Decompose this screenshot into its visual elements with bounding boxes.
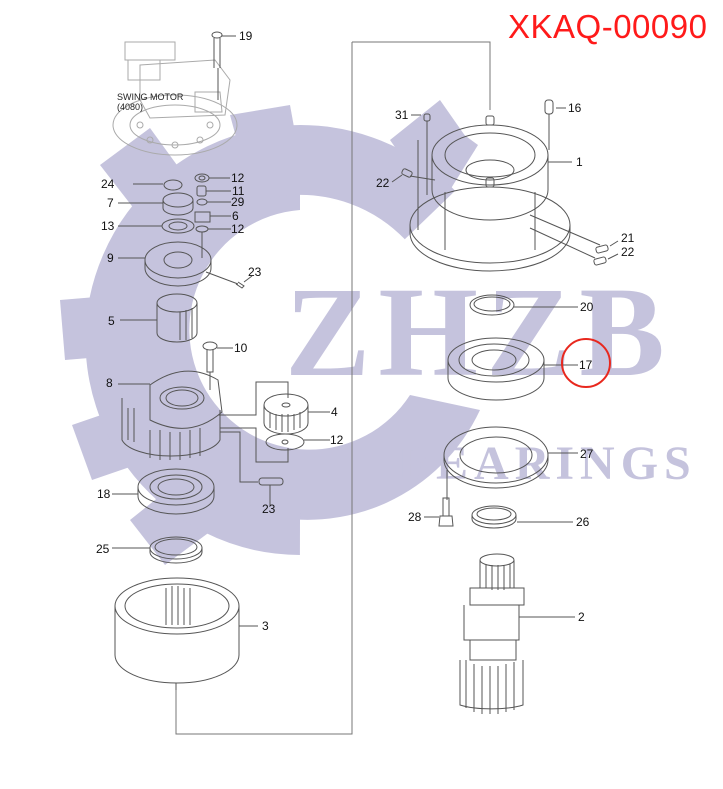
highlight-circle (561, 338, 611, 388)
callout-16: 16 (568, 101, 582, 115)
callout-17: 17 (579, 358, 593, 372)
motor-label-line1: SWING MOTOR (117, 92, 184, 102)
callout-5: 5 (108, 314, 115, 328)
callout-4: 4 (331, 405, 338, 419)
callout-2: 2 (578, 610, 585, 624)
watermark-brand: ZHZB (285, 261, 673, 403)
part-code-title: XKAQ-00090 (508, 8, 708, 45)
callout-28: 28 (408, 510, 422, 524)
callout-12: 12 (231, 222, 245, 236)
callout-21: 21 (621, 231, 635, 245)
callout-22: 22 (376, 176, 390, 190)
callout-31: 31 (395, 108, 409, 122)
callout-8: 8 (106, 376, 113, 390)
motor-label-line2: (4080) (117, 102, 144, 112)
callout-7: 7 (107, 196, 114, 210)
callout-10: 10 (234, 341, 248, 355)
callout-25: 25 (96, 542, 110, 556)
callout-27: 27 (580, 447, 594, 461)
callout-20: 20 (580, 300, 594, 314)
callout-26: 26 (576, 515, 590, 529)
callout-19: 19 (239, 29, 253, 43)
callout-13: 13 (101, 219, 115, 233)
callout-24: 24 (101, 177, 115, 191)
callout-29: 29 (231, 195, 245, 209)
callout-1: 1 (576, 155, 583, 169)
callout-12: 12 (330, 433, 344, 447)
callout-9: 9 (107, 251, 114, 265)
callout-12: 12 (231, 171, 245, 185)
callout-23: 23 (248, 265, 262, 279)
callout-3: 3 (262, 619, 269, 633)
swing-motor-label: SWING MOTOR (4080) (117, 92, 183, 112)
callout-22: 22 (621, 245, 635, 259)
callout-18: 18 (97, 487, 111, 501)
callout-6: 6 (232, 209, 239, 223)
callout-23: 23 (262, 502, 276, 516)
callout-11: 11 (232, 184, 245, 198)
